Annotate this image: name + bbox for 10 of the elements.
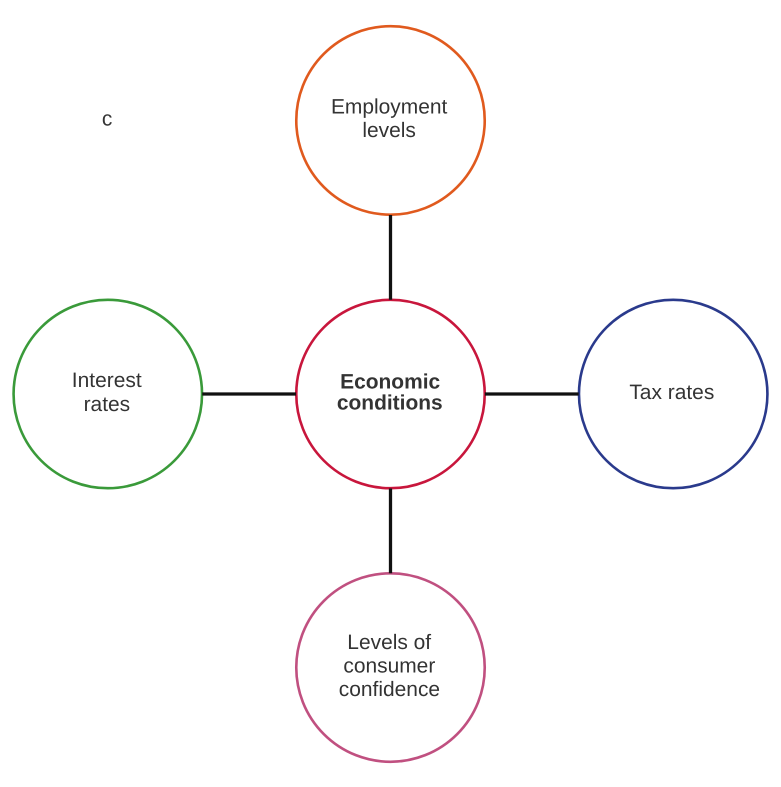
node-circle: Economic conditions (294, 298, 486, 490)
node-circle: Levels of consumer confidence (294, 572, 486, 763)
connector (202, 392, 296, 396)
node-circle: Tax rates (578, 298, 769, 490)
connector (484, 392, 579, 396)
node-circle: Employment levels (294, 24, 486, 216)
connector (388, 214, 392, 300)
connector (388, 488, 392, 573)
node-circle: Interest rates (12, 298, 204, 490)
label: c (102, 106, 112, 130)
